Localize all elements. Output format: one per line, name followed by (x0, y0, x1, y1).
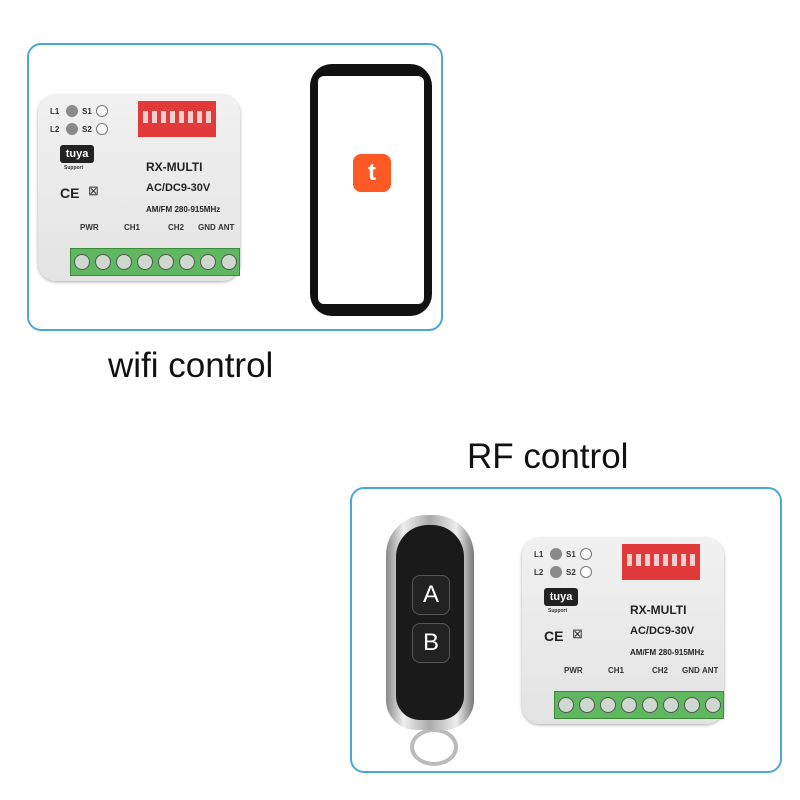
voltage-label: AC/DC9-30V (630, 625, 695, 637)
rf-caption: RF control (467, 437, 629, 476)
receiver-module-wifi: L1 S1 L2 S2 tuya Support CE ⊠ RX-MULTI A… (38, 95, 240, 281)
label-gnd: GND (198, 223, 216, 232)
tuya-logo: tuya (544, 588, 578, 606)
tuya-logo: tuya (60, 145, 94, 163)
remote-body: A B (396, 525, 464, 720)
label-pwr: PWR (80, 223, 99, 232)
label-s2: S2 (566, 568, 576, 577)
receiver-module-rf: L1 S1 L2 S2 tuya Support CE ⊠ RX-MULTI A… (522, 538, 724, 724)
remote-button-a: A (412, 575, 450, 615)
model-label: RX-MULTI (630, 603, 687, 617)
label-ch1: CH1 (608, 666, 625, 675)
weee-icon: ⊠ (88, 183, 99, 198)
label-ch1: CH1 (124, 223, 141, 232)
weee-icon: ⊠ (572, 626, 583, 641)
rf-panel (350, 487, 782, 773)
wifi-panel (27, 43, 443, 331)
button-s1 (580, 548, 592, 560)
label-ant: ANT (218, 223, 235, 232)
button-s2 (580, 566, 592, 578)
phone-screen: t (318, 76, 424, 304)
label-l1: L1 (50, 107, 60, 116)
ce-mark: CE (544, 628, 564, 644)
label-ch2: CH2 (652, 666, 669, 675)
label-l2: L2 (534, 568, 544, 577)
led-l1 (550, 548, 562, 560)
led-l2 (66, 123, 78, 135)
button-s2 (96, 123, 108, 135)
wifi-caption: wifi control (108, 346, 274, 385)
frequency-label: AM/FM 280-915MHz (146, 205, 221, 214)
model-label: RX-MULTI (146, 160, 203, 174)
voltage-label: AC/DC9-30V (146, 182, 211, 194)
label-s1: S1 (566, 550, 576, 559)
ce-mark: CE (60, 185, 80, 201)
led-l2 (550, 566, 562, 578)
terminal-block (554, 691, 724, 719)
label-l1: L1 (534, 550, 544, 559)
key-ring (410, 728, 458, 766)
smartphone: t (310, 64, 432, 316)
tuya-app-icon: t (353, 154, 391, 192)
remote-button-b: B (412, 623, 450, 663)
label-gnd: GND (682, 666, 700, 675)
button-s1 (96, 105, 108, 117)
label-pwr: PWR (564, 666, 583, 675)
label-l2: L2 (50, 125, 60, 134)
led-l1 (66, 105, 78, 117)
frequency-label: AM/FM 280-915MHz (630, 648, 705, 657)
dip-switch (622, 544, 700, 580)
label-s1: S1 (82, 107, 92, 116)
dip-switch (138, 101, 216, 137)
label-ant: ANT (702, 666, 719, 675)
label-ch2: CH2 (168, 223, 185, 232)
terminal-block (70, 248, 240, 276)
brand-sub: Support (64, 165, 84, 171)
brand-sub: Support (548, 608, 568, 614)
rf-remote: A B (386, 515, 474, 730)
label-s2: S2 (82, 125, 92, 134)
